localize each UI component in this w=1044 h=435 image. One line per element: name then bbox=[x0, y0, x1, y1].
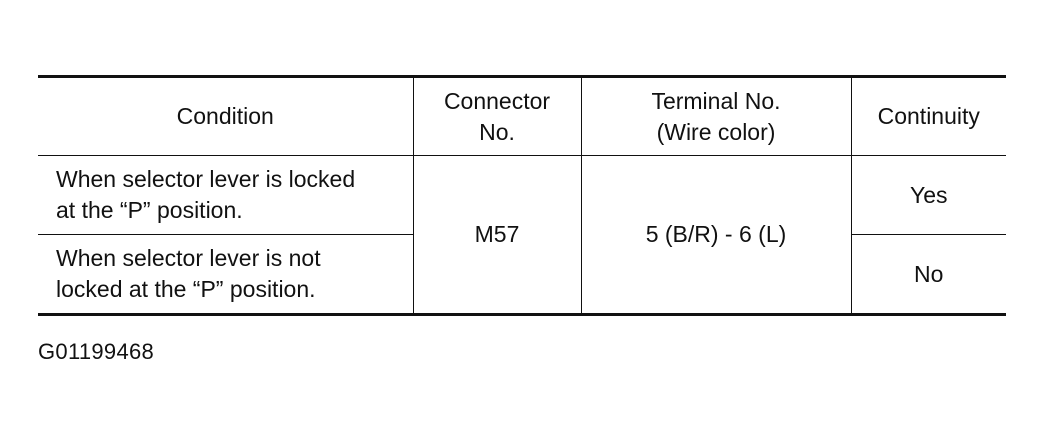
header-connector-no: Connector No. bbox=[412, 76, 582, 156]
condition-locked-cell: When selector lever is locked at the “P”… bbox=[38, 155, 414, 235]
condition-not-locked-cell: When selector lever is not locked at the… bbox=[38, 234, 414, 315]
header-terminal-no: Terminal No. (Wire color) bbox=[580, 76, 852, 156]
continuity-no-cell: No bbox=[850, 234, 1006, 315]
table-row: When selector lever is locked at the “P”… bbox=[38, 155, 1006, 315]
header-condition: Condition bbox=[38, 76, 414, 156]
terminal-cell: 5 (B/R) - 6 (L) bbox=[580, 155, 852, 315]
connector-cell: M57 bbox=[412, 155, 582, 315]
continuity-spec-table: Condition Connector No. Terminal No. (Wi… bbox=[38, 75, 1006, 316]
table-header-row: Condition Connector No. Terminal No. (Wi… bbox=[38, 76, 1006, 156]
table-row: When selector lever is not locked at the… bbox=[38, 234, 1006, 315]
header-continuity: Continuity bbox=[850, 76, 1006, 156]
figure-id-label: G01199468 bbox=[38, 339, 155, 364]
continuity-yes-cell: Yes bbox=[850, 155, 1006, 235]
